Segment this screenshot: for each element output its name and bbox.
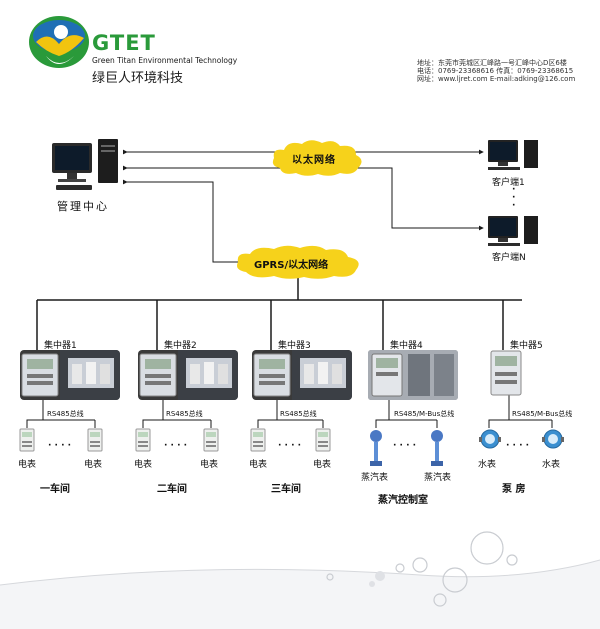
workshop-4-label: 蒸汽控制室 [378,495,428,506]
steam-meter-left [368,428,384,468]
meter-1-left-label: 电表 [18,460,37,470]
concentrator-2-photo [138,350,238,400]
desktop-computer-icon [52,139,118,190]
management-center-label: 管理中心 [57,200,109,213]
contact-web-email: 网址：www.ljret.com E-mail:adking@126.com [417,75,576,83]
meter-3-right [315,428,331,452]
concentrator-1-bus: RS485总线 [47,410,84,418]
electric-meter-icon [19,428,35,452]
logo-mark-icon [29,16,89,68]
water-meter-right [542,428,564,450]
water-meter-left [479,428,501,450]
meter-2-left-label: 电表 [134,460,153,470]
management-center-pc [46,135,128,195]
meter-1-right-label: 电表 [84,460,103,470]
gprs-cloud-label: GPRS/以太网络 [254,260,329,271]
concentrator-5-bus: RS485/M-Bus总线 [512,410,573,418]
meter-dots-4: · · · · [393,441,417,451]
workshop-3-label: 三车间 [271,484,301,495]
factory-workshop-icon [253,350,352,400]
steam-meter-right [429,428,445,468]
link-mgmt-gprs [122,179,251,265]
electric-meter-icon [135,428,151,452]
workshop-5-label: 泵 房 [502,484,526,495]
cloud-icon [272,140,362,176]
contact-address: 地址：东莞市莞城区汇峰路一号汇峰中心D区6楼 [417,59,567,67]
water-meter-icon [542,429,564,449]
workshop-1-label: 一车间 [40,484,70,495]
concentrator-3-label: 集中器3 [278,341,311,351]
concentrator-4-bus: RS485/M-Bus总线 [394,410,455,418]
meter-3-right-label: 电表 [313,460,332,470]
steam-meter-right-label: 蒸汽表 [424,473,452,483]
logo-text: GTET [92,31,156,55]
concentrator-4-photo [368,350,458,400]
logo [26,12,92,74]
meter-dots-2: · · · · [164,441,188,451]
electric-meter-icon [203,428,219,452]
water-meter-icon [479,429,501,449]
client-n-label: 客户端N [492,253,526,263]
gprs-cloud [232,244,366,280]
concentrator-2-bus: RS485总线 [166,410,203,418]
meter-3-left-label: 电表 [249,460,268,470]
meter-dots-3: · · · · [278,441,302,451]
client-n-pc [486,214,542,248]
meter-2-left [135,428,151,452]
meter-dots-5: · · · · [506,441,530,451]
concentrator-2-label: 集中器2 [164,341,197,351]
ethernet-cloud-label: 以太网络 [292,155,336,166]
concentrator-1-photo [20,350,120,400]
electric-meter-icon [87,428,103,452]
steam-meter-left-label: 蒸汽表 [361,473,389,483]
ethernet-cloud [268,138,368,178]
meter-dots-1: · · · · [48,441,72,451]
concentrator-4-label: 集中器4 [390,341,423,351]
control-cabinet-icon [368,350,458,400]
desktop-computer-icon [488,140,538,170]
concentrator-5-label: 集中器5 [510,341,543,351]
client-1-label: 客户端1 [492,178,525,188]
cloud-icon [237,245,359,279]
concentrator-5-device [490,350,522,396]
factory-workshop-icon [139,350,238,400]
concentrator-device-icon [490,350,522,396]
meter-3-left [250,428,266,452]
electric-meter-icon [250,428,266,452]
concentrator-3-photo [252,350,352,400]
electric-meter-icon [315,428,331,452]
contact-phone-fax: 电话：0769-23368616 传真：0769-23368615 [417,67,574,75]
steam-meter-icon [370,430,382,466]
steam-meter-icon [431,430,443,466]
company-name-cn: 绿巨人环境科技 [92,71,184,86]
meter-2-right-label: 电表 [200,460,219,470]
company-name-en: Green Titan Environmental Technology [92,56,238,65]
concentrator-3-bus: RS485总线 [280,410,317,418]
meter-1-right [87,428,103,452]
factory-workshop-icon [21,350,120,400]
link-mgmt-clientn [122,165,484,231]
workshop-2-label: 二车间 [157,484,187,495]
desktop-computer-icon [488,216,538,246]
meter-1-left [19,428,35,452]
water-meter-right-label: 水表 [542,460,561,470]
client-vertical-dots: · · · [512,185,516,211]
water-meter-left-label: 水表 [478,460,497,470]
client-1-pc [486,138,542,172]
concentrator-1-label: 集中器1 [44,341,77,351]
meter-2-right [203,428,219,452]
